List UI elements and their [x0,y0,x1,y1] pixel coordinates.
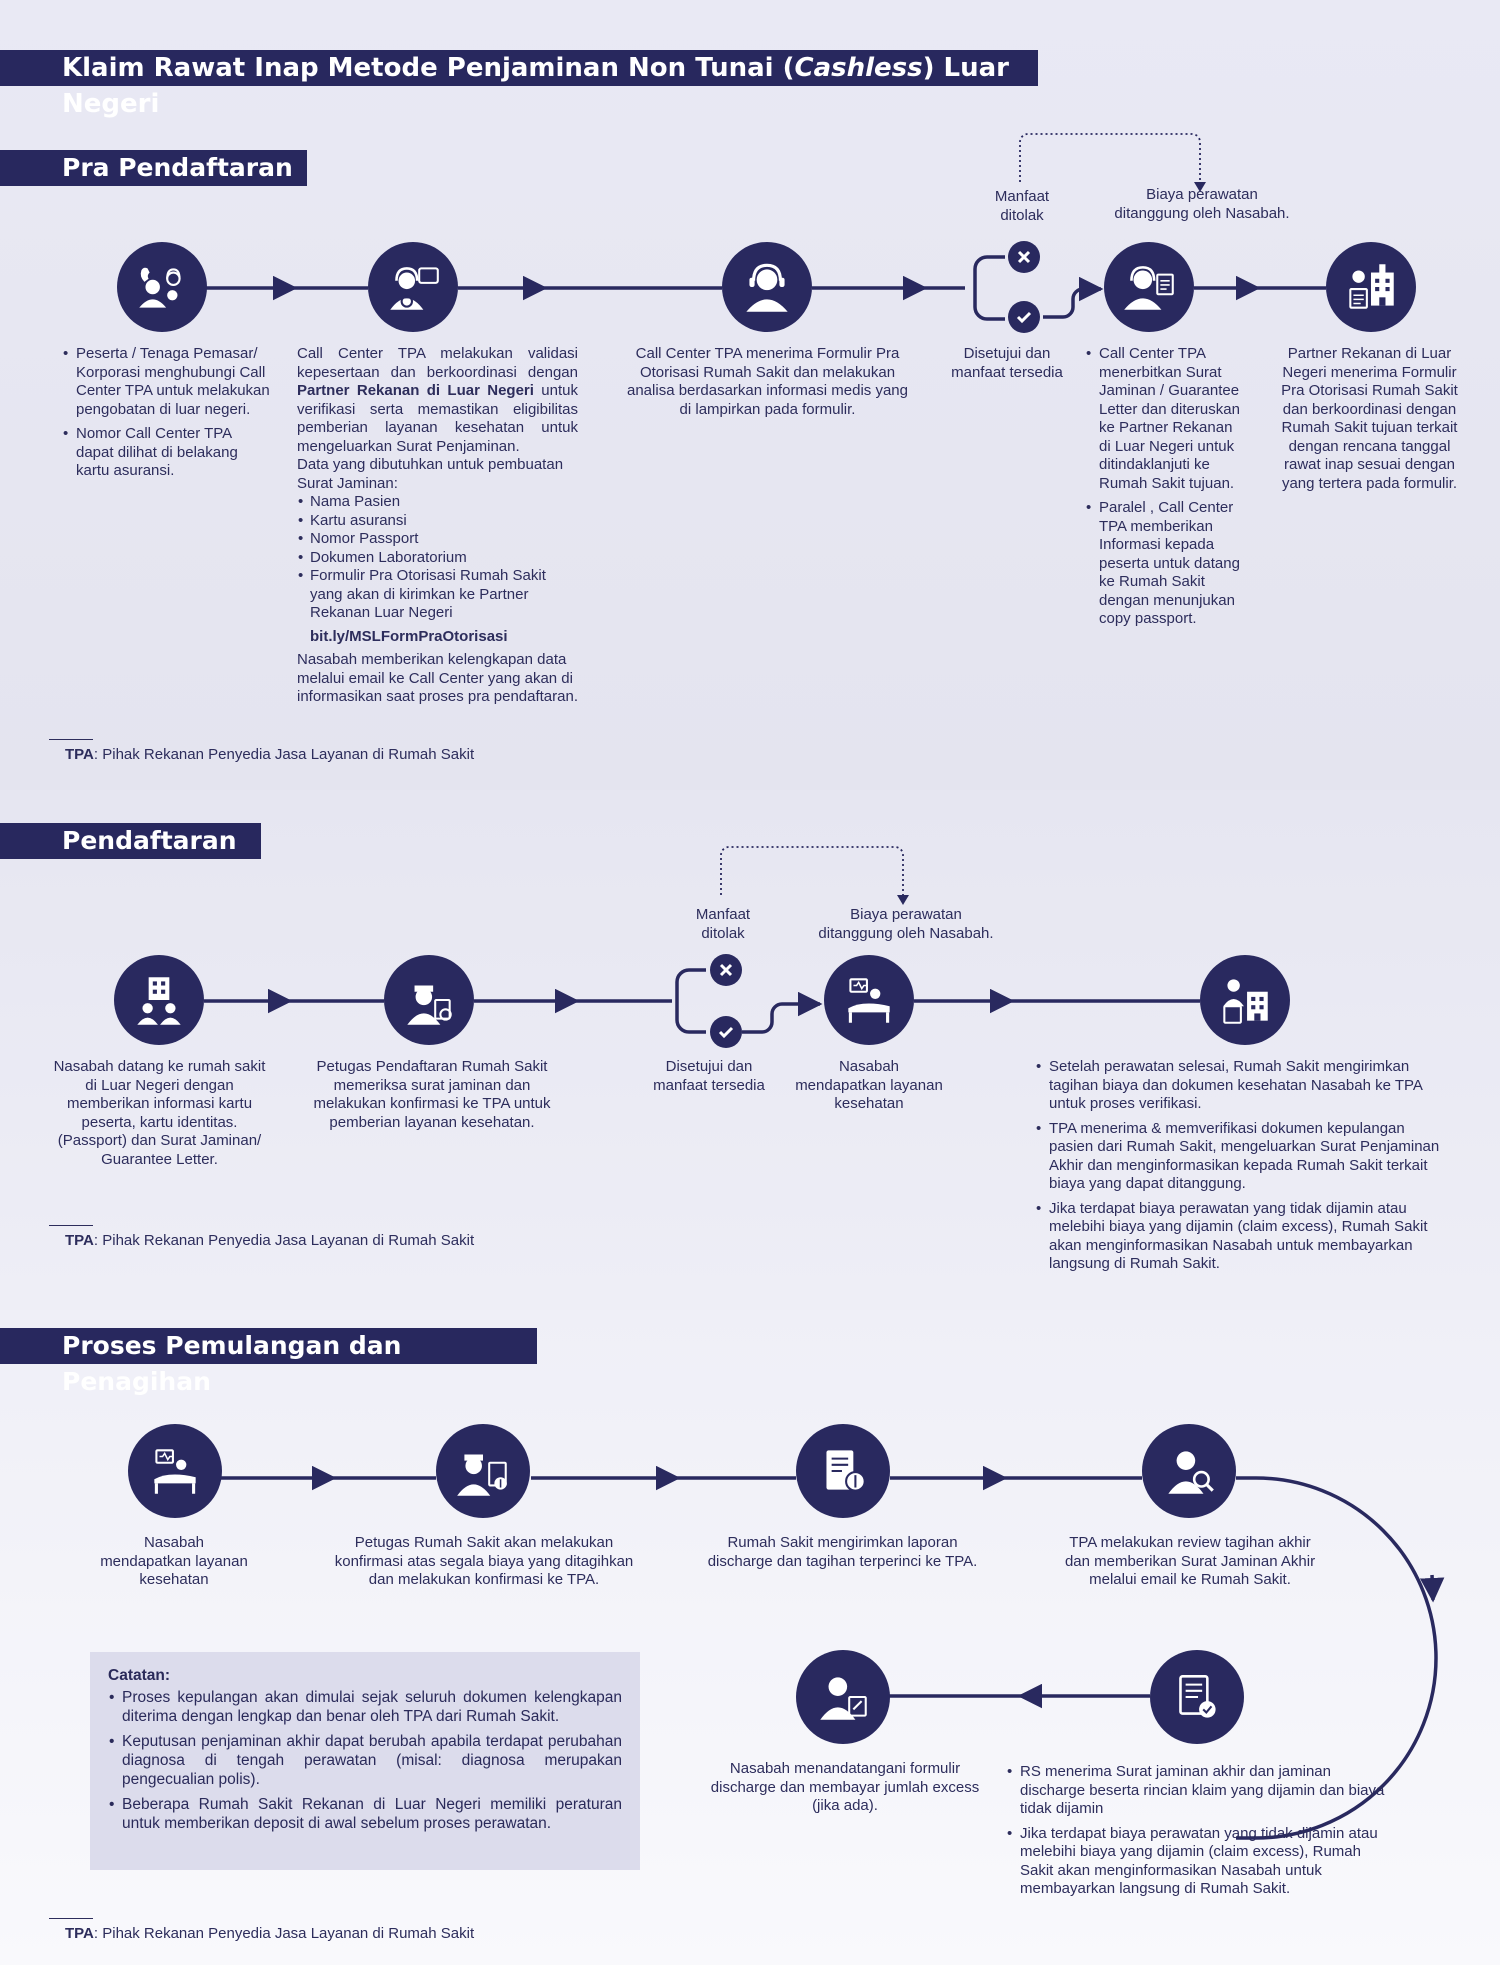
nurse-bill-icon [436,1424,530,1518]
s2-step4-text: Setelah perawatan selesai, Rumah Sakit m… [1035,1058,1450,1280]
s3-step5-text: RS menerima Surat jaminan akhir dan jami… [1006,1763,1396,1905]
page-title-suffix: ) Luar Negeri [62,53,1010,119]
s1-step2-p1b: untuk verifikasi serta memastikan eligib… [297,382,578,455]
s2-step4-item: TPA menerima & memverifikasi dokumen kep… [1036,1120,1450,1194]
approved-document-icon [1150,1650,1244,1744]
rejected-x-icon [710,954,742,986]
s1-step2-list-item: Formulir Pra Otorisasi Rumah Sakit yang … [298,567,578,623]
nurse-check-icon [384,955,474,1045]
s1-step4-item: Paralel , Call Center TPA memberikan Inf… [1086,499,1243,629]
s3-step1-text: Nasabah mendapatkan layanan kesehatan [100,1534,248,1588]
footnote-divider [49,739,93,740]
approved-check-icon [710,1016,742,1048]
footnote-term: TPA [65,1925,94,1942]
footnote-text: : Pihak Rekanan Penyedia Jasa Layanan di… [93,1925,475,1942]
rejected-x-icon [1008,241,1040,273]
s1-step1-text: Peserta / Tenaga Pemasar/ Korporasi meng… [62,345,270,487]
s1-step3-text: Call Center TPA menerima Formulir Pra Ot… [627,345,908,418]
s3-step2-text: Petugas Rumah Sakit akan melakukan konfi… [334,1534,634,1588]
patient-bed-icon [824,955,914,1045]
section-title-pendaftaran: Pendaftaran [0,823,261,859]
footnote-text: : Pihak Rekanan Penyedia Jasa Layanan di… [93,746,475,763]
headset-agent-icon [722,242,812,332]
s2-rejected-label: Manfaat ditolak [695,906,751,942]
s1-step2-p1a: Call Center TPA melakukan validasi kepes… [297,345,578,381]
footnote: TPA: Pihak Rekanan Penyedia Jasa Layanan… [65,1925,474,1942]
footnote: TPA: Pihak Rekanan Penyedia Jasa Layanan… [65,746,474,763]
footnote-term: TPA [65,746,94,763]
s1-step4-item: Call Center TPA menerbitkan Surat Jamina… [1086,345,1243,493]
call-center-card-icon [368,242,458,332]
s1-step2-text: Call Center TPA melakukan validasi kepes… [297,345,578,707]
s1-step1-item: Peserta / Tenaga Pemasar/ Korporasi meng… [63,345,270,419]
s1-step5-text: Partner Rekanan di Luar Negeri menerima … [1281,345,1458,492]
footnote: TPA: Pihak Rekanan Penyedia Jasa Layanan… [65,1232,474,1249]
hospital-people-icon [114,955,204,1045]
notes-box: Catatan: Proses kepulangan akan dimulai … [90,1652,640,1870]
patient-bed-icon [128,1424,222,1518]
note-item: Proses kepulangan akan dimulai sejak sel… [109,1688,622,1726]
footnote-text: : Pihak Rekanan Penyedia Jasa Layanan di… [93,1232,475,1249]
s3-step5-item: Jika terdapat biaya perawatan yang tidak… [1007,1825,1396,1899]
s1-approved-label: Disetujui dan manfaat tersedia [951,345,1063,381]
invoice-icon [796,1424,890,1518]
agent-document-icon [1104,242,1194,332]
s1-patient-pays-label: Biaya perawatan ditanggung oleh Nasabah. [1114,186,1290,222]
page-title: Klaim Rawat Inap Metode Penjaminan Non T… [0,50,1038,119]
footnote-term: TPA [65,1232,94,1249]
form-link[interactable]: bit.ly/MSLFormPraOtorisasi [310,627,508,645]
s1-rejected-label: Manfaat ditolak [994,188,1050,224]
partner-hospital-icon [1326,242,1416,332]
notes-title: Catatan: [108,1667,171,1684]
s2-step1-text: Nasabah datang ke rumah sakit di Luar Ne… [53,1058,266,1168]
s3-step6-text: Nasabah menandatangani formulir discharg… [710,1760,980,1814]
footnote-divider [49,1225,93,1226]
note-item: Beberapa Rumah Sakit Rekanan di Luar Neg… [109,1795,622,1833]
s2-patient-pays-label: Biaya perawatan ditanggung oleh Nasabah. [818,906,994,942]
s1-step2-list-item: Nama Pasien [298,493,578,512]
s1-step2-list-item: Nomor Passport [298,530,578,549]
approved-check-icon [1008,301,1040,333]
section-title-pemulangan: Proses Pemulangan dan Penagihan [0,1328,537,1396]
s2-step4-item: Jika terdapat biaya perawatan yang tidak… [1036,1200,1450,1274]
page-title-prefix: Klaim Rawat Inap Metode Penjaminan Non T… [62,53,795,83]
s1-step1-item: Nomor Call Center TPA dapat dilihat di b… [63,425,270,481]
s1-step2-list-item: Dokumen Laboratorium [298,549,578,568]
note-item: Keputusan penjaminan akhir dapat berubah… [109,1732,622,1789]
s2-step3-text: Nasabah mendapatkan layanan kesehatan [795,1058,943,1112]
s2-approved-label: Disetujui dan manfaat tersedia [653,1058,765,1094]
s3-step5-item: RS menerima Surat jaminan akhir dan jami… [1007,1763,1396,1819]
s1-step2-p2: Data yang dibutuhkan untuk pembuatan Sur… [297,456,564,492]
s1-step2-partner: Partner Rekanan di Luar Negeri [297,382,534,399]
s2-step4-item: Setelah perawatan selesai, Rumah Sakit m… [1036,1058,1450,1114]
section-title-pra-pendaftaran: Pra Pendaftaran [0,150,307,186]
reviewer-icon [1142,1424,1236,1518]
s3-step4-text: TPA melakukan review tagihan akhir dan m… [1064,1534,1316,1588]
s1-step2-list-item: Kartu asuransi [298,512,578,531]
call-people-icon [117,242,207,332]
s2-step2-text: Petugas Pendaftaran Rumah Sakit memeriks… [313,1058,551,1131]
s1-step4-text: Call Center TPA menerbitkan Surat Jamina… [1085,345,1243,635]
doctor-hospital-icon [1200,955,1290,1045]
s1-step2-p3: Nasabah memberikan kelengkapan data mela… [297,651,578,705]
footnote-divider [49,1918,93,1919]
person-sign-icon [796,1650,890,1744]
page-title-italic: Cashless [794,53,923,83]
s3-step3-text: Rumah Sakit mengirimkan laporan discharg… [707,1534,978,1570]
